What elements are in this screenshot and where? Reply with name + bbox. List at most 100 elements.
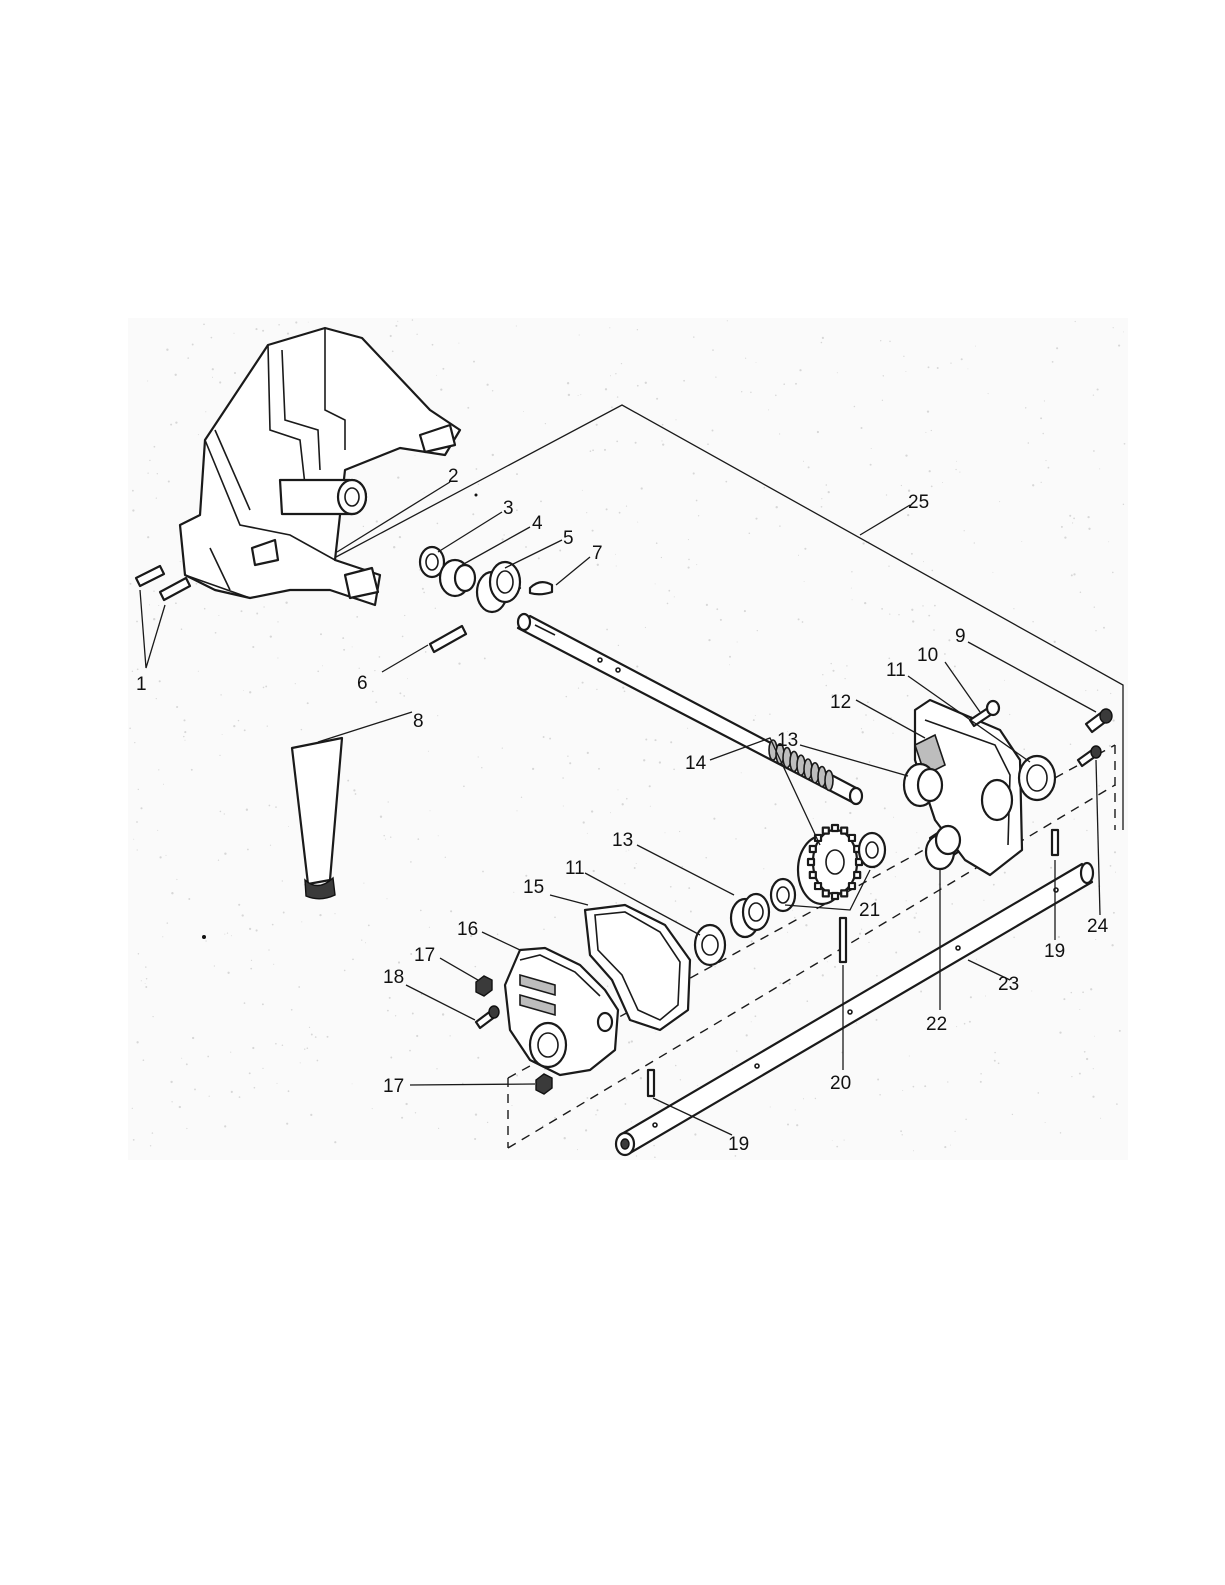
speckle xyxy=(674,596,675,597)
speckle xyxy=(152,1016,153,1017)
speckle xyxy=(636,666,638,668)
speckle xyxy=(636,1155,637,1156)
speckle xyxy=(822,337,824,339)
callout-9: 9 xyxy=(955,626,966,647)
speckle xyxy=(231,935,232,936)
speckle xyxy=(379,656,381,658)
speckle xyxy=(631,1121,632,1122)
speckle xyxy=(889,341,890,342)
speckle xyxy=(776,506,778,508)
speckle xyxy=(436,375,437,376)
speckle xyxy=(1021,541,1022,542)
speckle xyxy=(185,740,186,741)
speckle xyxy=(132,509,134,511)
speckle xyxy=(994,1052,995,1053)
speckle xyxy=(656,542,658,544)
speckle xyxy=(662,443,664,445)
speckle xyxy=(911,553,913,555)
speckle xyxy=(425,651,427,653)
speckle xyxy=(375,701,377,703)
speckle xyxy=(716,608,718,610)
speckle xyxy=(980,1081,982,1083)
speckle xyxy=(156,698,157,699)
speckle xyxy=(646,675,647,676)
speckle xyxy=(168,480,170,482)
speckle xyxy=(616,566,617,567)
speckle xyxy=(538,557,540,559)
speckle xyxy=(563,806,564,807)
speckle xyxy=(876,975,878,977)
speckle xyxy=(883,375,884,376)
speckle xyxy=(1072,522,1073,523)
speckle xyxy=(1044,400,1045,401)
speckle xyxy=(334,913,335,914)
speckle xyxy=(1113,327,1114,328)
speckle xyxy=(925,432,926,433)
speckle xyxy=(166,349,168,351)
speckle xyxy=(545,423,546,424)
speckle xyxy=(615,902,617,904)
callout-25: 25 xyxy=(908,492,929,513)
speckle xyxy=(134,742,135,743)
speckle xyxy=(980,1073,982,1075)
speckle xyxy=(438,835,439,836)
speckle xyxy=(256,613,258,615)
speckle xyxy=(624,883,625,884)
speckle xyxy=(256,929,258,931)
speckle xyxy=(622,687,624,689)
speckle xyxy=(205,940,206,941)
speckle xyxy=(673,768,675,770)
speckle xyxy=(383,835,385,837)
speckle xyxy=(295,683,296,684)
speckle xyxy=(147,536,149,538)
speckle xyxy=(822,674,823,675)
speckle xyxy=(592,530,594,532)
speckle xyxy=(503,534,504,535)
speckle xyxy=(380,816,382,818)
speckle xyxy=(176,706,178,708)
speckle xyxy=(403,695,405,697)
speckle xyxy=(577,1149,578,1150)
speckle xyxy=(611,406,613,408)
scan-dot xyxy=(475,494,478,497)
speckle xyxy=(145,986,147,988)
speckle xyxy=(363,526,364,527)
speckle xyxy=(587,833,588,834)
speckle xyxy=(687,728,688,729)
speckle xyxy=(645,739,647,741)
speckle xyxy=(774,803,776,805)
speckle xyxy=(1110,693,1111,694)
gear-tooth xyxy=(810,846,816,852)
speckle xyxy=(969,1021,971,1023)
speckle xyxy=(398,961,400,963)
speckle xyxy=(435,608,436,609)
speckle xyxy=(870,893,871,894)
speckle xyxy=(153,618,155,620)
speckle xyxy=(737,642,738,643)
speckle xyxy=(637,522,638,523)
speckle xyxy=(896,852,897,853)
speckle xyxy=(244,729,246,731)
speckle xyxy=(1098,785,1099,786)
speckle xyxy=(679,831,680,832)
speckle xyxy=(705,857,706,858)
speckle xyxy=(1009,714,1010,715)
speckle xyxy=(794,917,796,919)
speckle xyxy=(283,912,285,914)
speckle xyxy=(423,592,425,594)
speckle xyxy=(484,657,486,659)
speckle xyxy=(192,344,194,346)
speckle xyxy=(698,515,699,516)
speckle xyxy=(416,334,417,335)
speckle xyxy=(964,1023,966,1025)
speckle xyxy=(502,747,503,748)
speckle xyxy=(950,362,951,363)
speckle xyxy=(868,541,869,542)
speckle xyxy=(415,455,416,456)
speckle xyxy=(967,368,968,369)
speckle xyxy=(595,1114,596,1115)
speckle xyxy=(288,826,289,827)
speckle xyxy=(243,690,244,691)
speckle xyxy=(764,827,766,829)
speckle xyxy=(583,821,585,823)
